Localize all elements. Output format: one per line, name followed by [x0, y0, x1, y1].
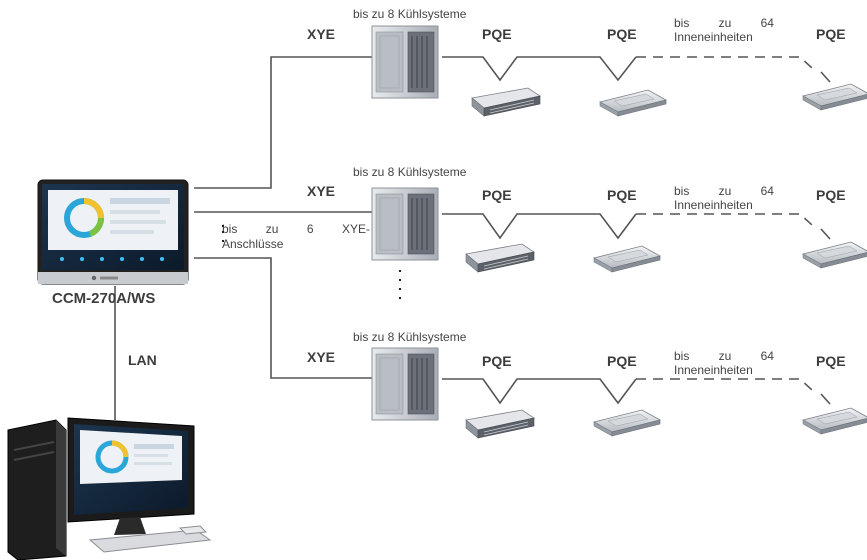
pqe-label-row-2-c: PQE — [816, 187, 846, 203]
pqe-end-row-1 — [820, 71, 831, 83]
controller-name: CCM-270A/WS — [52, 290, 156, 307]
wiring — [114, 56, 831, 420]
pqe-label-row-2-a: PQE — [482, 187, 512, 203]
cassette-unit-row-1 — [599, 89, 667, 117]
outdoor-unit-row-2 — [371, 187, 439, 261]
cassette-unit-end-row-2 — [802, 241, 867, 269]
xye-label-row-1: XYE — [307, 26, 336, 42]
xye-line-row-1 — [194, 56, 372, 189]
cassette-unit-row-2 — [593, 245, 661, 273]
xye-label-row-2: XYE — [307, 183, 336, 199]
outdoor-capacity-label-row-2: bis zu 8 Kühlsysteme — [353, 165, 467, 179]
pqe-label-row-3-b: PQE — [607, 353, 637, 369]
pqe-line-row-1 — [442, 56, 637, 82]
lan-label: LAN — [128, 352, 157, 368]
pqe-dashed-row-1 — [636, 56, 813, 69]
pqe-line-row-2 — [442, 213, 637, 240]
duct-unit-row-2 — [465, 243, 535, 273]
duct-unit-row-3 — [465, 409, 535, 439]
central-controller — [37, 179, 189, 285]
xye-bullets — [222, 225, 224, 242]
pqe-end-row-2 — [820, 228, 831, 240]
xye-label-row-3: XYE — [307, 349, 336, 365]
pqe-label-row-1-c: PQE — [816, 26, 846, 42]
computer — [7, 417, 212, 560]
outdoor-unit-row-3 — [371, 347, 439, 421]
pqe-line-row-3 — [442, 378, 637, 405]
more-systems-ellipsis — [399, 270, 401, 306]
pqe-end-row-3 — [820, 393, 831, 405]
outdoor-capacity-label-row-3: bis zu 8 Kühlsysteme — [353, 330, 467, 344]
pqe-dashed-row-2 — [636, 213, 813, 226]
xye-line-row-3 — [194, 257, 372, 379]
outdoor-capacity-label-row-1: bis zu 8 Kühlsysteme — [353, 7, 467, 21]
pqe-label-row-2-b: PQE — [607, 187, 637, 203]
cassette-unit-end-row-3 — [802, 407, 867, 435]
cassette-unit-end-row-1 — [802, 83, 867, 111]
pqe-dashed-row-3 — [636, 378, 813, 391]
pqe-label-row-3-c: PQE — [816, 353, 846, 369]
pqe-label-row-1-a: PQE — [482, 26, 512, 42]
cassette-unit-row-3 — [593, 409, 661, 437]
outdoor-unit-row-1 — [371, 25, 439, 99]
duct-unit-row-1 — [471, 87, 541, 117]
pqe-label-row-3-a: PQE — [482, 353, 512, 369]
pqe-label-row-1-b: PQE — [607, 26, 637, 42]
